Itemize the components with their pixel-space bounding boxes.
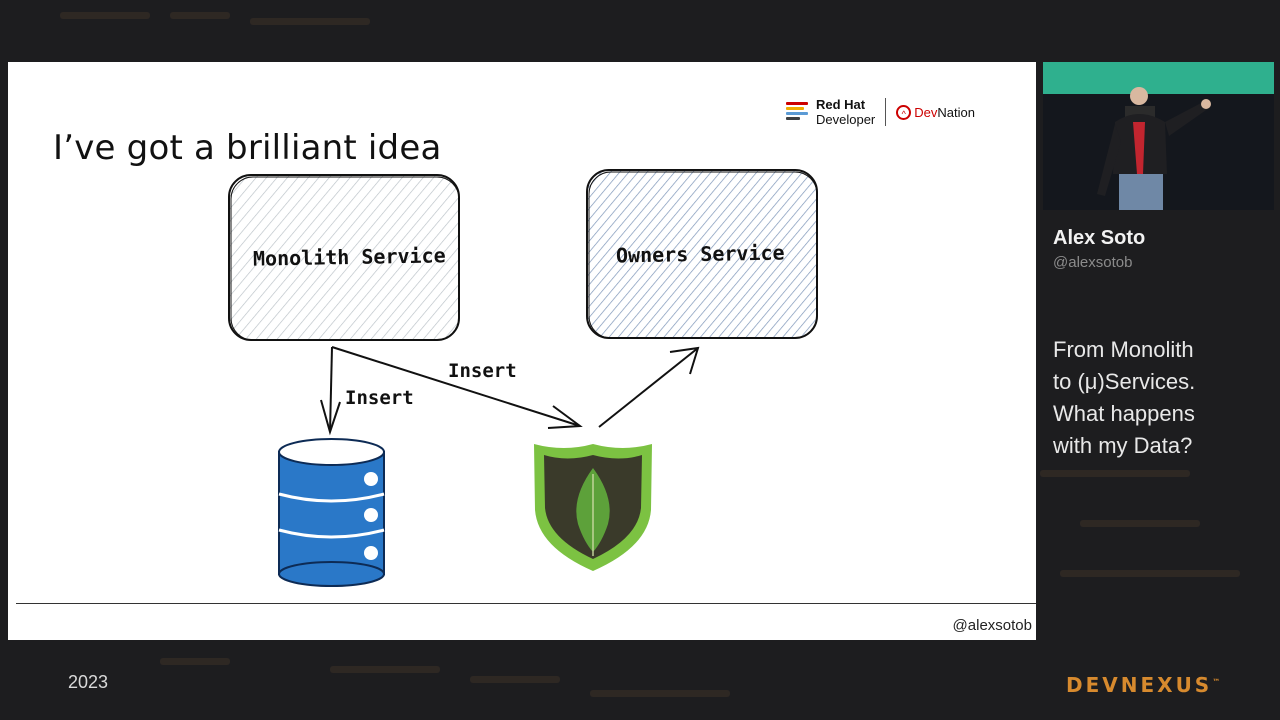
redhat-name: Red Hat <box>816 97 866 112</box>
monolith-service-box <box>228 174 460 341</box>
architecture-diagram <box>228 169 818 587</box>
insert-database-label: Insert <box>345 387 414 409</box>
speaker-name: Alex Soto <box>1053 227 1146 249</box>
database-icon <box>278 438 385 587</box>
devnation-suffix: Nation <box>937 104 975 120</box>
insert-mongodb-label: Insert <box>448 360 517 382</box>
sponsor-logos: Red Hat Developer ^ DevNation <box>786 95 975 129</box>
slide-title: I’ve got a brilliant idea <box>53 128 442 168</box>
devnation-logo-icon: ^ <box>896 104 912 120</box>
arrow-mongodb-to-owners <box>598 346 700 428</box>
owners-service-box <box>586 169 818 339</box>
redhat-developer-logo-text: Red Hat Developer <box>816 97 875 127</box>
slide-footer-divider <box>16 603 1036 604</box>
devnexus-logo: DEVNEXUS™ <box>1066 673 1220 697</box>
monolith-service-label: Monolith Service <box>252 243 446 271</box>
arrow-monolith-to-mongodb <box>331 346 583 429</box>
speaker-video-frame <box>1043 62 1274 210</box>
slide-footer-handle: @alexsotob <box>952 617 1032 634</box>
devnation-prefix: Dev <box>914 104 938 120</box>
devnation-logo-text: DevNation <box>914 105 975 120</box>
mongodb-leaf-icon <box>534 444 652 571</box>
logo-divider <box>885 98 887 126</box>
event-year: 2023 <box>68 672 109 692</box>
owners-service-label: Owners Service <box>615 240 785 268</box>
devnexus-logo-text: DEVNEXUS <box>1066 673 1213 697</box>
redhat-developer-label: Developer <box>816 112 876 127</box>
talk-title: From Monolith to (μ)Services. What happe… <box>1053 337 1196 458</box>
arrow-monolith-to-database <box>320 346 341 436</box>
presentation-slide: I’ve got a brilliant idea Red Hat Develo… <box>8 62 1036 640</box>
redhat-logo-icon <box>786 102 810 122</box>
speaker-handle: @alexsotob <box>1053 254 1133 271</box>
trademark-mark: ™ <box>1212 677 1221 687</box>
speaker-video-feed <box>1043 62 1274 210</box>
